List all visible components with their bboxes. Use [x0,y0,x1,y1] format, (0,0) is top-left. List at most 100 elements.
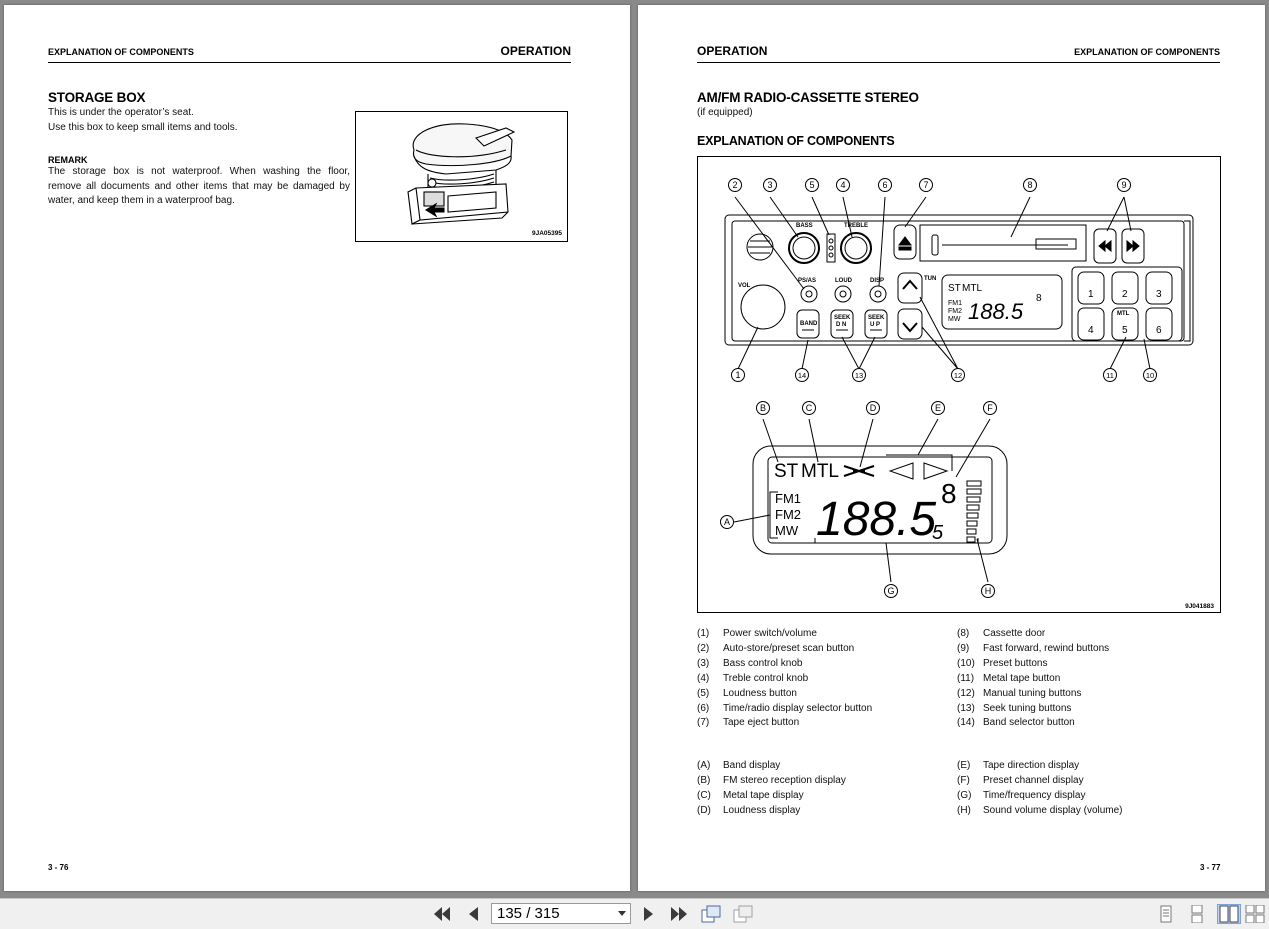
legend-label: Fast forward, rewind buttons [983,642,1110,654]
single-page-view-button[interactable] [1154,904,1178,924]
component-callout-circle [795,368,809,382]
legend-number: (11) [957,672,975,684]
two-page-view-button[interactable] [1217,904,1241,924]
component-callout-label: 10 [1146,371,1154,380]
legend-item: (2)Auto-store/preset scan button [697,643,947,657]
bass-knob [788,232,820,264]
legend-label: FM stereo reception display [723,774,846,786]
lcd-fm1: FM1 [775,491,801,506]
tune-up-button [897,272,923,304]
component-callout-label: 9 [1121,180,1126,190]
next-page-button[interactable] [638,903,660,925]
lcd-frequency: 188.5 [816,493,936,546]
component-callout-circle [1103,368,1117,382]
seek-dn-sub: D N [836,322,846,328]
legend-number: (10) [957,657,975,669]
legend-number: (3) [697,657,710,669]
last-page-button[interactable] [668,903,690,925]
legend-label: Manual tuning buttons [983,687,1082,699]
legend-label: Bass control knob [723,657,803,669]
legend-number: (9) [957,642,970,654]
loud-label: LOUD [835,278,853,284]
header-section: EXPLANATION OF COMPONENTS [1074,47,1220,57]
header-section: EXPLANATION OF COMPONENTS [48,47,194,57]
pdf-viewer-toolbar: 135 / 315 [0,898,1269,929]
legend-item: (D)Loudness display [697,805,947,819]
component-callout-label: 11 [1106,371,1114,380]
legend-item: (6)Time/radio display selector button [697,703,947,717]
legend-number: (F) [957,774,970,786]
single-page-view-icon [1160,905,1172,923]
legend-label: Band selector button [983,717,1075,729]
legend-number: (G) [957,789,972,801]
fit-page-button[interactable] [700,903,722,925]
component-callout-circle [1023,178,1037,192]
display-callout-label: H [985,586,992,596]
display-callout-circle [983,401,997,415]
first-page-button[interactable] [431,903,453,925]
legend-number: (E) [957,760,971,771]
subtitle: (if equipped) [697,107,753,118]
ps-as-button [800,285,818,303]
legend-label: Auto-store/preset scan button [723,642,855,654]
component-callout-circle [878,178,892,192]
legend-label: Tape eject button [723,717,800,729]
legend-number: (8) [957,628,970,639]
component-callout-circle [763,178,777,192]
legend-label: Sound volume display (volume) [983,804,1123,816]
previous-page-button[interactable] [462,903,484,925]
legend-item: (14)Band selector button [957,717,1207,731]
header-chapter: OPERATION [500,44,571,58]
legend-label: Metal tape button [983,672,1061,684]
two-page-continuous-view-icon [1245,905,1265,923]
continuous-view-button[interactable] [1185,904,1209,924]
legend-item: (A)Band display [697,760,947,774]
lcd-mw: MW [775,523,799,538]
legend-label: Preset buttons [983,657,1048,669]
legend-label: Band display [723,760,781,771]
legend-item: (C)Metal tape display [697,790,947,804]
two-page-continuous-view-button[interactable] [1243,904,1267,924]
component-callout-circle [1117,178,1131,192]
remark-line: water, and keep them in a waterproof bag… [48,195,235,206]
legend-item: (1)Power switch/volume [697,628,947,642]
page-header: EXPLANATION OF COMPONENTS OPERATION [48,43,571,63]
loudness-indicator [826,233,836,263]
page-number-input[interactable]: 135 / 315 [491,903,631,924]
component-callout-label: 8 [1027,180,1032,190]
figure-code: 9JA05395 [532,230,562,237]
radio-unit-body [724,214,1194,346]
small-lcd-mtl: MTL [962,283,982,294]
vol-label: VOL [738,283,751,289]
remark-line: The storage box is not waterproof. When … [48,166,350,177]
band-button [796,309,820,339]
display-callout-label: E [935,403,941,413]
legend-item: (9) Fast forward, rewind buttons [957,643,1207,657]
legend-item: (4)Treble control knob [697,673,947,687]
component-callout-label: 1 [735,370,740,380]
component-callout-label: 4 [840,180,845,190]
small-lcd-fm1: FM1 [948,300,962,307]
lcd-st: ST [774,461,799,482]
fit-page-icon [701,905,721,923]
fit-width-button[interactable] [732,903,754,925]
legend-number: (D) [697,804,711,816]
fit-width-icon [733,905,753,923]
component-callout-label: 5 [809,180,814,190]
legend-number: (4) [697,672,710,684]
next-page-icon [644,907,653,921]
first-page-icon [434,907,450,921]
preset-panel [1071,266,1183,342]
rewind-button [1093,228,1117,264]
component-callout-circle [731,368,745,382]
right-page: OPERATION EXPLANATION OF COMPONENTS AM/F… [638,5,1265,891]
remark-text: The storage box is not waterproof. When … [48,165,350,209]
ps-as-label: PS/AS [798,278,816,284]
legend-item: (F)Preset channel display [957,775,1207,789]
leader-line [734,196,805,290]
legend-number: (H) [957,804,971,816]
chevron-down-icon [618,911,626,916]
legend-label: Time/radio display selector button [723,702,873,714]
component-callout-label: 13 [855,371,863,380]
legend-item: (11) Metal tape button [957,673,1207,687]
